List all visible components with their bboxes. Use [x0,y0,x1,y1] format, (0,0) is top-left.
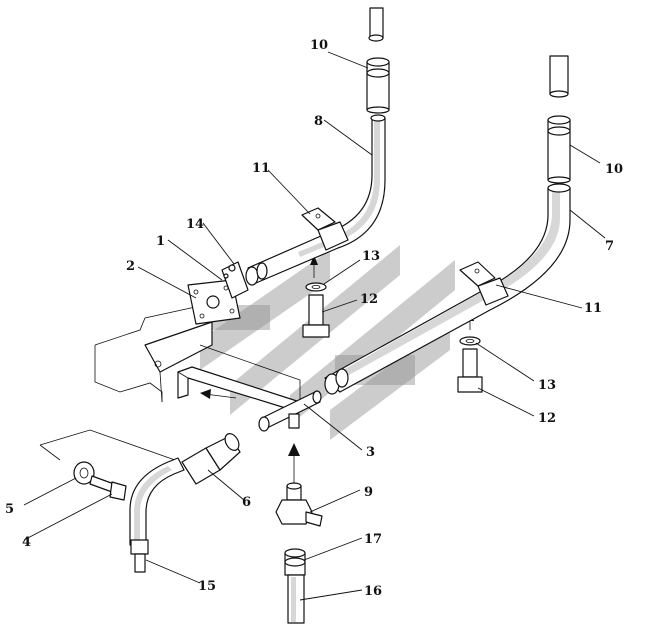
callout-13-left: 13 [362,249,380,264]
sleeve-6 [181,433,241,485]
callout-6: 6 [242,495,251,510]
callout-labels: 10 8 10 7 11 11 14 1 2 13 12 13 12 3 5 4… [5,38,623,599]
callout-4: 4 [22,535,31,550]
callout-16: 16 [364,584,382,599]
callout-10-right: 10 [605,162,623,177]
pipe-7 [324,183,571,395]
leader-lines [23,51,606,601]
bolt-4 [89,475,127,501]
callout-11-right: 11 [584,301,602,316]
bolt-12-left [302,282,330,338]
callout-9: 9 [364,485,373,500]
clamp-11-right [459,261,509,306]
elbow-15 [129,457,185,573]
callout-8: 8 [314,114,323,129]
callout-1: 1 [156,234,165,249]
clamp-11-left [301,207,349,251]
callout-11-left: 11 [252,161,270,176]
tee-fitting [258,390,322,432]
callout-15: 15 [198,579,216,594]
washer-5 [73,461,95,485]
sleeve-10-right [547,55,571,184]
callout-14: 14 [186,217,204,232]
callout-12-right: 12 [538,411,556,426]
frame-rail [39,305,301,461]
callout-2: 2 [126,259,135,274]
drain-valve-9 [275,482,323,527]
callout-10-left: 10 [310,38,328,53]
callout-7: 7 [605,239,614,254]
callout-5: 5 [5,502,14,517]
plate-2 [187,261,249,325]
callout-3: 3 [366,445,375,460]
sleeve-17-pipe-16 [284,548,306,624]
callout-12-left: 12 [360,292,378,307]
callout-17: 17 [364,532,382,547]
pipe-8 [245,114,386,286]
sleeve-10-left [366,7,390,114]
bolt-12-right [457,336,483,393]
callout-13-right: 13 [538,378,556,393]
bracket-3 [177,366,301,411]
assembly-arrows [200,255,474,485]
